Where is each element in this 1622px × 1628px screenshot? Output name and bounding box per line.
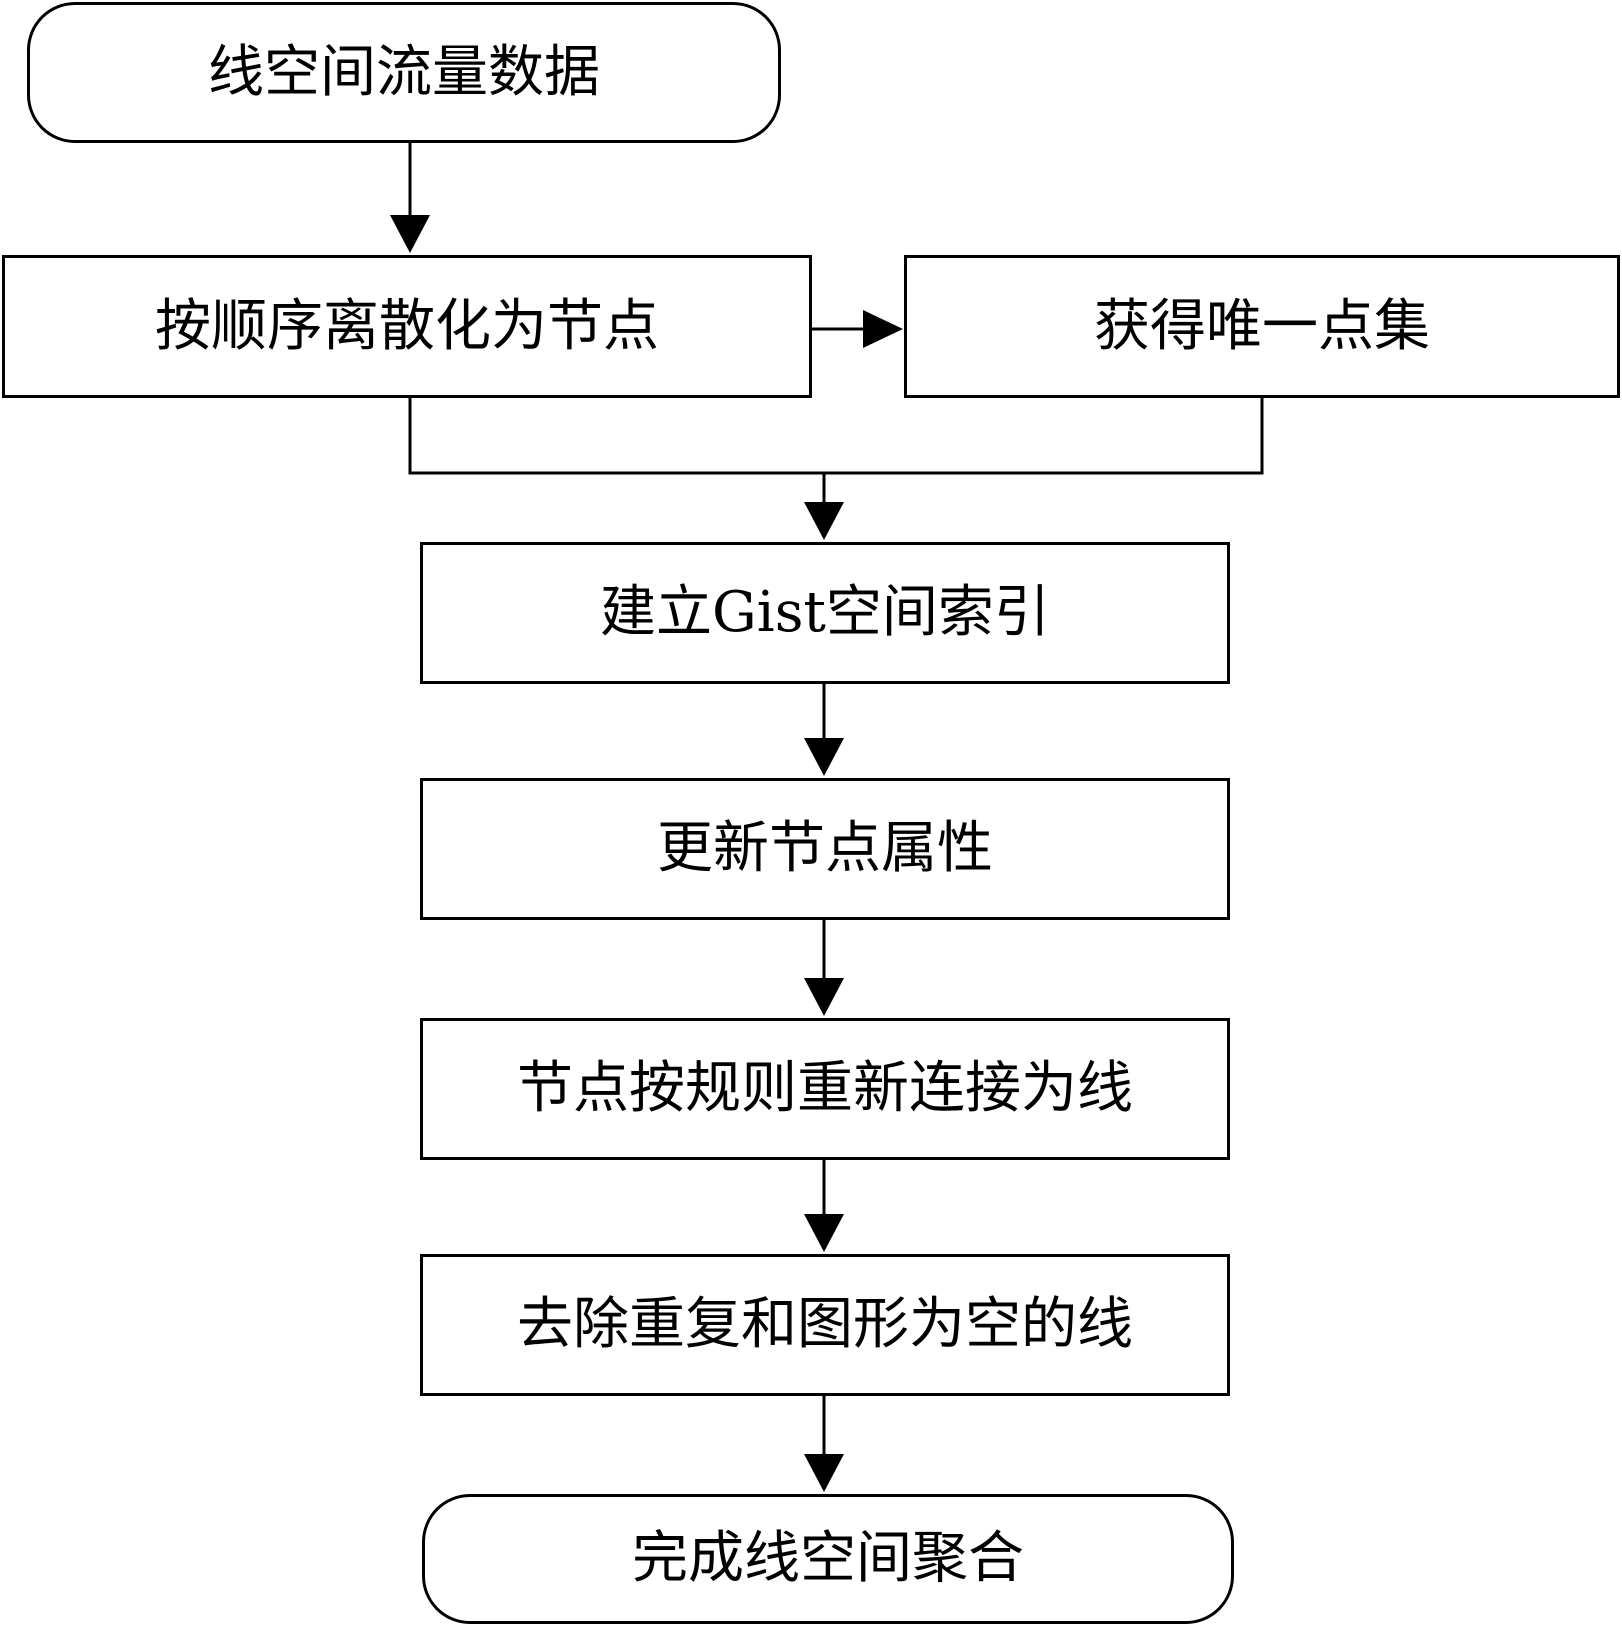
node-index-label: 建立Gist空间索引 xyxy=(600,580,1050,645)
edge-merge-to-index xyxy=(408,398,1264,475)
node-unique: 获得唯一点集 xyxy=(904,255,1620,398)
node-reconnect: 节点按规则重新连接为线 xyxy=(420,1018,1230,1160)
arrowhead-reconnect-to-dedupe xyxy=(804,1214,844,1252)
node-discretize: 按顺序离散化为节点 xyxy=(2,255,812,398)
node-end: 完成线空间聚合 xyxy=(422,1494,1234,1624)
arrowhead-discretize-to-unique xyxy=(863,310,903,348)
node-reconnect-label: 节点按规则重新连接为线 xyxy=(517,1056,1133,1121)
node-unique-label: 获得唯一点集 xyxy=(1094,293,1430,359)
arrowhead-dedupe-to-end xyxy=(804,1454,844,1492)
node-dedupe-label: 去除重复和图形为空的线 xyxy=(517,1292,1133,1357)
node-dedupe: 去除重复和图形为空的线 xyxy=(420,1254,1230,1396)
arrowhead-index-to-update xyxy=(804,738,844,776)
arrowhead-update-to-reconnect xyxy=(804,978,844,1016)
node-end-label: 完成线空间聚合 xyxy=(632,1526,1024,1591)
node-update: 更新节点属性 xyxy=(420,778,1230,920)
node-start-label: 线空间流量数据 xyxy=(208,39,600,105)
node-index: 建立Gist空间索引 xyxy=(420,542,1230,684)
node-start: 线空间流量数据 xyxy=(27,2,781,143)
arrowhead-start-to-discretize xyxy=(390,215,430,253)
node-update-label: 更新节点属性 xyxy=(657,816,993,881)
node-discretize-label: 按顺序离散化为节点 xyxy=(155,293,659,359)
arrowhead-merge-to-index xyxy=(804,502,844,540)
